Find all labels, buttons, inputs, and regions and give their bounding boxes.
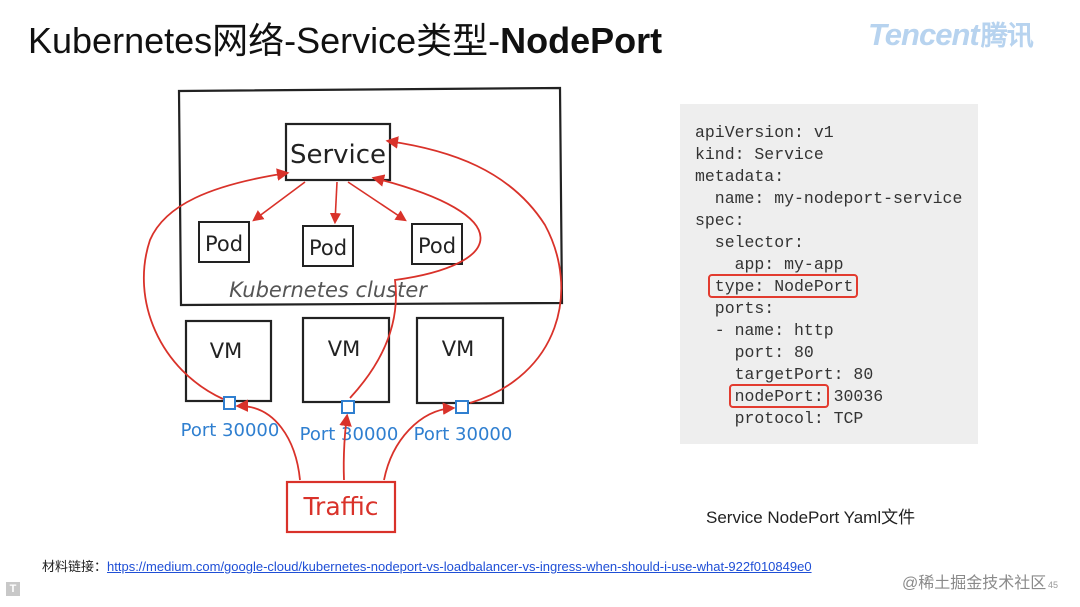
cluster-box: [177, 86, 564, 307]
yaml-line: app: my-app: [695, 255, 844, 274]
traffic-label: Traffic: [302, 492, 378, 521]
port-square-2: [341, 400, 355, 414]
yaml-line: targetPort: 80: [695, 365, 874, 384]
port-square-3: [455, 400, 469, 414]
tencent-logo: Tencent腾讯: [868, 14, 1034, 53]
slide-title-prefix: Kubernetes网络-Service类型-: [28, 20, 501, 61]
arrow-port-service-2: [349, 174, 482, 399]
slide-title: Kubernetes网络-Service类型-NodePort: [28, 12, 662, 64]
yaml-line-type: type: NodePort: [695, 277, 854, 296]
yaml-line: protocol: TCP: [695, 409, 864, 428]
yaml-line-nodeport: nodePort: 30036: [695, 387, 884, 406]
yaml-code-block: apiVersion: v1 kind: Service metadata: n…: [680, 104, 978, 444]
reference-line: 材料链接：https://medium.com/google-cloud/kub…: [42, 556, 812, 575]
pod-label-3: Pod: [418, 234, 456, 258]
slide-title-bold: NodePort: [500, 20, 663, 61]
corner-mark-icon: T: [6, 582, 20, 596]
arrow-port-service-1: [142, 168, 290, 400]
arrow-traffic-port-2: [339, 413, 352, 481]
arrow-traffic-port-1: [235, 399, 301, 481]
yaml-line: apiVersion: v1: [695, 123, 834, 142]
arrow-service-pod-3: [347, 181, 407, 222]
pod-box-2: [302, 225, 354, 267]
cluster-label: Kubernetes cluster: [229, 278, 428, 302]
yaml-line: port: 80: [695, 343, 814, 362]
traffic-box: [285, 480, 397, 534]
logo-latin: Tencent: [868, 17, 980, 52]
pod-box-1: [198, 221, 250, 263]
arrow-port-service-3: [385, 136, 563, 404]
yaml-line: spec:: [695, 211, 745, 230]
yaml-caption: Service NodePort Yaml文件: [706, 508, 916, 527]
vm-label-1: VM: [210, 339, 242, 363]
pod-box-3: [411, 223, 463, 265]
juejin-watermark: @稀土掘金技术社区: [902, 575, 1047, 592]
reference-label: 材料链接：: [42, 559, 108, 574]
vm-label-2: VM: [328, 337, 360, 361]
yaml-line: selector:: [695, 233, 804, 252]
port-label-1: Port 30000: [181, 420, 280, 441]
nodeport-highlight-box: [729, 384, 829, 408]
logo-cn: 腾讯: [980, 21, 1034, 51]
reference-link[interactable]: https://medium.com/google-cloud/kubernet…: [107, 559, 812, 574]
arrow-traffic-port-3: [383, 402, 456, 481]
page-number: 45: [1048, 580, 1059, 590]
service-label: Service: [290, 140, 386, 170]
arrow-service-pod-2: [329, 181, 342, 225]
port-square-1: [223, 396, 236, 410]
yaml-line: metadata:: [695, 167, 785, 186]
port-label-3: Port 30000: [414, 424, 513, 445]
pod-label-2: Pod: [309, 236, 347, 260]
yaml-line: kind: Service: [695, 145, 824, 164]
pod-label-1: Pod: [205, 232, 243, 256]
vm-label-3: VM: [442, 337, 474, 361]
yaml-line: name: my-nodeport-service: [695, 189, 963, 208]
yaml-line: ports:: [695, 299, 775, 318]
yaml-line: - name: http: [695, 321, 834, 340]
arrow-service-pod-1: [252, 181, 306, 222]
type-highlight-box: [708, 274, 858, 298]
service-box: [284, 122, 392, 182]
port-label-2: Port 30000: [300, 424, 399, 445]
